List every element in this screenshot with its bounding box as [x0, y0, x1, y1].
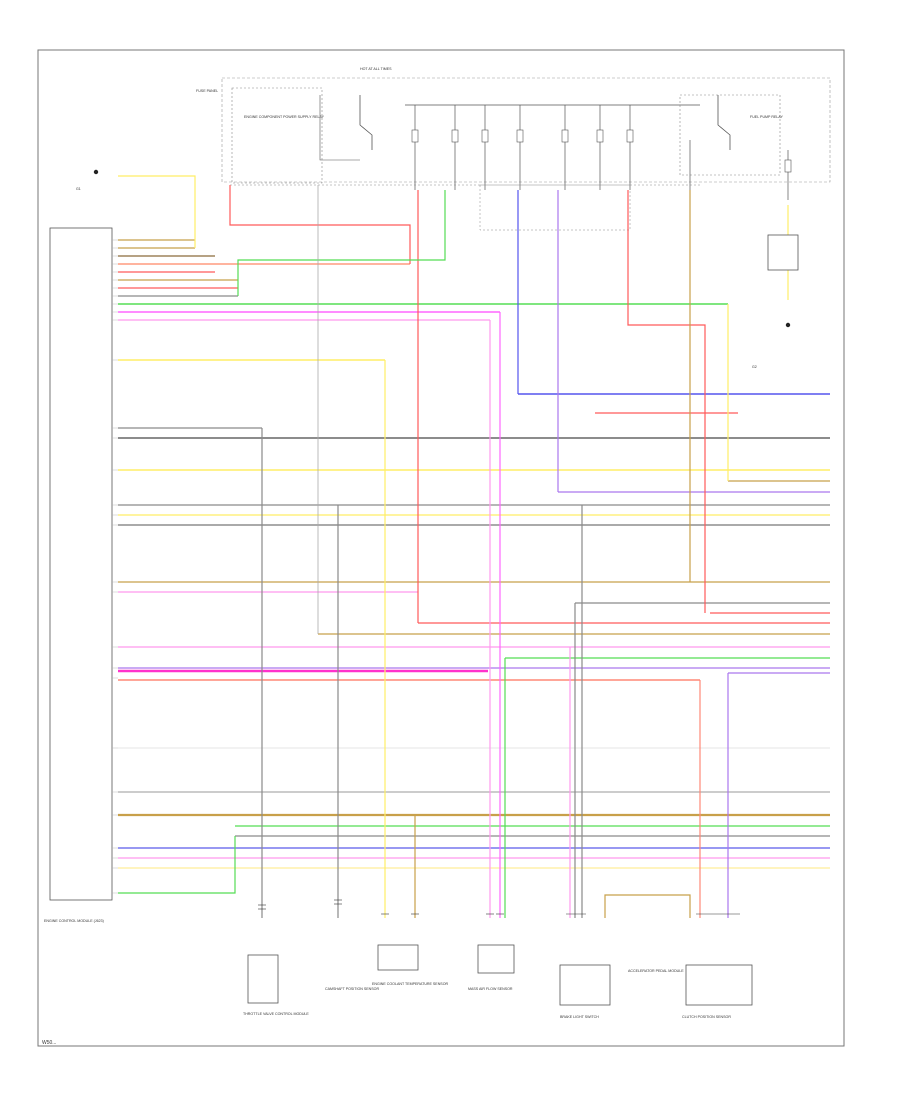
wire-rd-vert-2 — [627, 190, 706, 613]
wire-gn-4 — [118, 836, 236, 894]
component-c7-label: CLUTCH POSITION SENSOR — [682, 1015, 731, 1019]
component-c3 — [377, 944, 419, 971]
relay-right-switch — [717, 95, 731, 150]
connector-pins — [258, 899, 740, 915]
ground-box-right — [767, 234, 799, 271]
component-c4 — [477, 944, 515, 974]
component-c3-label: ENGINE COOLANT TEMPERATURE SENSOR — [372, 982, 448, 986]
relay-left — [231, 87, 323, 184]
component-c5-label: BRAKE LIGHT SWITCH — [560, 1015, 599, 1019]
component-c2-label: CAMSHAFT POSITION SENSOR — [325, 987, 379, 991]
fuses — [414, 105, 789, 200]
wire-by-c6 — [604, 894, 691, 918]
ecm-label: ENGINE CONTROL MODULE (J623) — [44, 919, 104, 923]
relay-left-coil — [319, 95, 360, 161]
fuse-symbols — [411, 129, 792, 173]
fuse-panel-label: FUSE PANEL — [196, 89, 218, 93]
diagram-frame — [37, 49, 845, 1047]
component-c6-label: ACCELERATOR PEDAL MODULE — [628, 969, 684, 973]
component-c1-label: THROTTLE VALVE CONTROL MODULE — [243, 1012, 309, 1016]
wire-rd-top — [229, 185, 411, 264]
ecm-box — [49, 227, 113, 901]
component-c4-label: MASS AIR FLOW SENSOR — [468, 987, 513, 991]
relay-left-switch — [359, 95, 373, 150]
relay-right-label: FUEL PUMP RELAY — [750, 115, 783, 119]
wire-ye-top-1 — [118, 175, 196, 248]
component-c5 — [559, 964, 611, 1006]
hot-label: HOT AT ALL TIMES — [360, 67, 392, 71]
fuse-panel-boundary — [221, 77, 831, 183]
component-c7 — [685, 964, 753, 1006]
relay-right — [679, 94, 781, 176]
diagram-code: W50... — [42, 1040, 57, 1046]
wire-gn-vert — [237, 190, 446, 296]
component-c1 — [247, 954, 279, 1004]
ground-top-label: G1 — [76, 187, 81, 191]
ecm-pins — [112, 239, 118, 894]
relay-left-label: ENGINE COMPONENT POWER SUPPLY RELAY — [244, 115, 325, 119]
ground-top-dot — [93, 169, 99, 175]
ground-right-label: G2 — [752, 365, 757, 369]
fuse-bottom-box — [479, 184, 631, 231]
ground-right-dot — [785, 322, 791, 328]
